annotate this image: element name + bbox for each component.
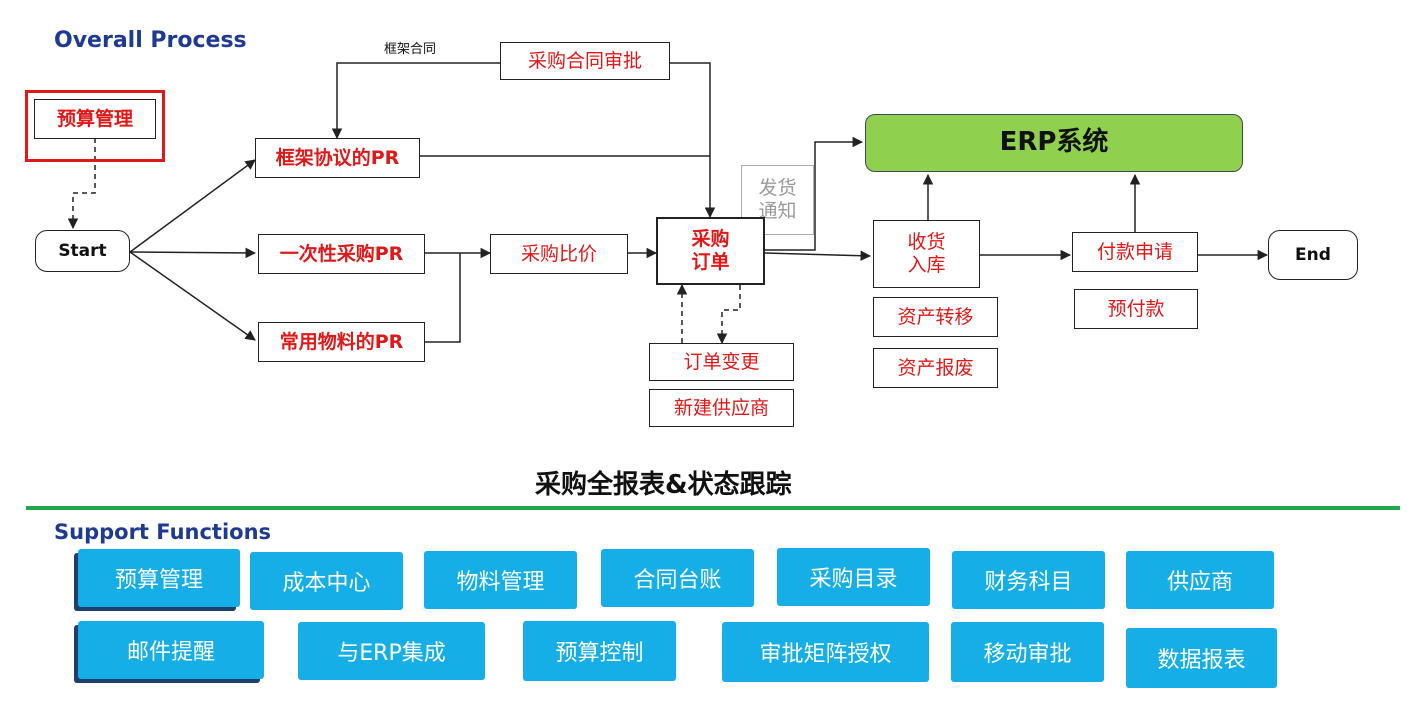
new-supplier-node[interactable]: 新建供应商 xyxy=(649,389,794,427)
overall-process-heading: Overall Process xyxy=(54,28,247,53)
edge-common-merge xyxy=(425,253,461,343)
edge-budget-start xyxy=(67,138,96,230)
edge-contract-framework-pr xyxy=(331,62,500,140)
support-purchase-catalog[interactable]: 采购目录 xyxy=(777,548,930,606)
edge-po-receiving xyxy=(764,250,872,261)
framework-pr-node[interactable]: 框架协议的PR xyxy=(255,138,420,178)
start-node[interactable]: Start xyxy=(35,230,130,272)
section-divider xyxy=(26,506,1400,510)
support-email-reminder[interactable]: 邮件提醒 xyxy=(78,621,264,679)
common-material-pr-node[interactable]: 常用物料的PR xyxy=(258,322,425,362)
purchase-order-node[interactable]: 采购 订单 xyxy=(656,217,765,285)
edge-contract-po xyxy=(670,62,716,219)
edge-start-common-pr xyxy=(129,251,256,341)
support-erp-integration[interactable]: 与ERP集成 xyxy=(298,622,485,680)
end-node[interactable]: End xyxy=(1268,230,1358,280)
support-data-reports[interactable]: 数据报表 xyxy=(1126,628,1277,688)
budget-node[interactable]: 预算管理 xyxy=(34,99,156,139)
support-budget-control[interactable]: 预算控制 xyxy=(523,621,676,681)
receiving-node[interactable]: 收货 入库 xyxy=(873,220,980,288)
framework-contract-label: 框架合同 xyxy=(384,42,437,57)
edge-start-framework-pr xyxy=(129,159,256,253)
order-change-node[interactable]: 订单变更 xyxy=(649,343,794,381)
support-finance-accounts[interactable]: 财务科目 xyxy=(952,551,1105,609)
support-contract-ledger[interactable]: 合同台账 xyxy=(601,549,754,607)
support-mobile-approval[interactable]: 移动审批 xyxy=(951,622,1104,682)
support-approval-matrix[interactable]: 审批矩阵授权 xyxy=(722,622,929,682)
budget-node-frame[interactable] xyxy=(25,90,165,162)
support-material-management[interactable]: 物料管理 xyxy=(424,551,577,609)
support-supplier[interactable]: 供应商 xyxy=(1126,551,1274,609)
support-budget-management[interactable]: 预算管理 xyxy=(78,549,240,607)
payment-request-node[interactable]: 付款申请 xyxy=(1072,232,1198,272)
support-functions-heading: Support Functions xyxy=(54,520,272,544)
edge-po-order-change xyxy=(716,285,741,345)
price-compare-node[interactable]: 采购比价 xyxy=(490,234,628,274)
asset-transfer-node[interactable]: 资产转移 xyxy=(873,297,998,337)
prepayment-node[interactable]: 预付款 xyxy=(1074,289,1198,329)
one-time-pr-node[interactable]: 一次性采购PR xyxy=(258,234,425,274)
erp-system-node[interactable]: ERP系统 xyxy=(865,114,1243,172)
edge-po-erp xyxy=(765,136,864,251)
contract-approval-node[interactable]: 采购合同审批 xyxy=(500,42,670,80)
support-cost-center[interactable]: 成本中心 xyxy=(250,552,403,610)
edge-start-one-time-pr xyxy=(129,247,257,259)
asset-scrap-node[interactable]: 资产报废 xyxy=(873,348,998,388)
report-tracking-title: 采购全报表&状态跟踪 xyxy=(535,470,792,500)
